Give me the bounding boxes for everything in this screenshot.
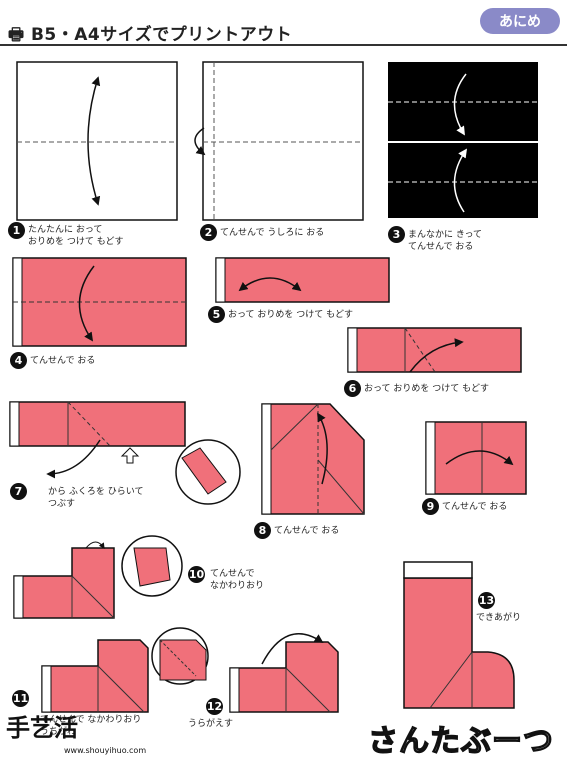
finished-title: さんたぶーつ	[367, 723, 554, 759]
step-2-figure	[194, 61, 364, 221]
step-10-caption: てんせんで なかわりおり	[210, 569, 265, 591]
step-5-number: 5	[208, 306, 225, 323]
step-4-number: 4	[10, 352, 27, 369]
step-1-number: 1	[8, 222, 25, 239]
step-5-caption: おって おりめを つけて もどす	[228, 310, 353, 320]
step-2-caption: てんせんで うしろに おる	[220, 228, 325, 238]
step-4-figure	[12, 257, 187, 347]
step-6-caption: おって おりめを つけて もどす	[364, 384, 489, 394]
step-8-number: 8	[254, 522, 271, 539]
step-9-caption: てんせんで おる	[442, 502, 508, 512]
step-7-caption: から ふくろを ひらいて つぶす	[48, 487, 144, 509]
step-3-figure	[388, 62, 538, 218]
step-4-caption: てんせんで おる	[30, 356, 96, 366]
step-13-caption: できあがり	[476, 613, 522, 623]
step-13-number: 13	[478, 592, 495, 609]
header-divider	[0, 44, 567, 46]
step-9-figure	[425, 421, 527, 495]
step-10-number: 10	[188, 566, 205, 583]
step-11-number: 11	[12, 690, 29, 707]
step-6-number: 6	[344, 380, 361, 397]
step-13-figure	[403, 561, 515, 709]
page-header: 🖶 B5・A4サイズでプリントアウト	[8, 20, 292, 51]
step-3-caption: まんなかに きって てんせんで おる	[408, 230, 483, 252]
step-11-figure	[41, 627, 209, 713]
step-12-caption: うらがえす	[188, 719, 234, 729]
step-1-figure	[16, 61, 178, 221]
step-8-caption: てんせんで おる	[274, 526, 340, 536]
step-10-figure	[13, 535, 183, 619]
step-7-number: 7	[10, 483, 27, 500]
printer-icon: 🖶	[8, 25, 31, 45]
step-9-number: 9	[422, 498, 439, 515]
step-7-figure	[9, 401, 241, 505]
step-12-figure	[229, 633, 339, 713]
step-12-number: 12	[206, 698, 223, 715]
step-11-caption: てんせんで なかわりおり うちがわ	[40, 715, 142, 737]
step-5-figure	[215, 257, 390, 303]
step-3-number: 3	[388, 226, 405, 243]
anime-badge-button[interactable]: あにめ	[480, 8, 560, 34]
step-2-number: 2	[200, 224, 217, 241]
watermark-brand: 手艺活	[6, 714, 78, 742]
watermark-url: www.shouyihuo.com	[64, 746, 147, 755]
step-1-caption: たんたんに おって おりめを つけて もどす	[28, 225, 124, 247]
step-6-figure	[347, 327, 522, 373]
page-title: B5・A4サイズでプリントアウト	[30, 25, 293, 45]
step-8-figure	[261, 403, 365, 515]
